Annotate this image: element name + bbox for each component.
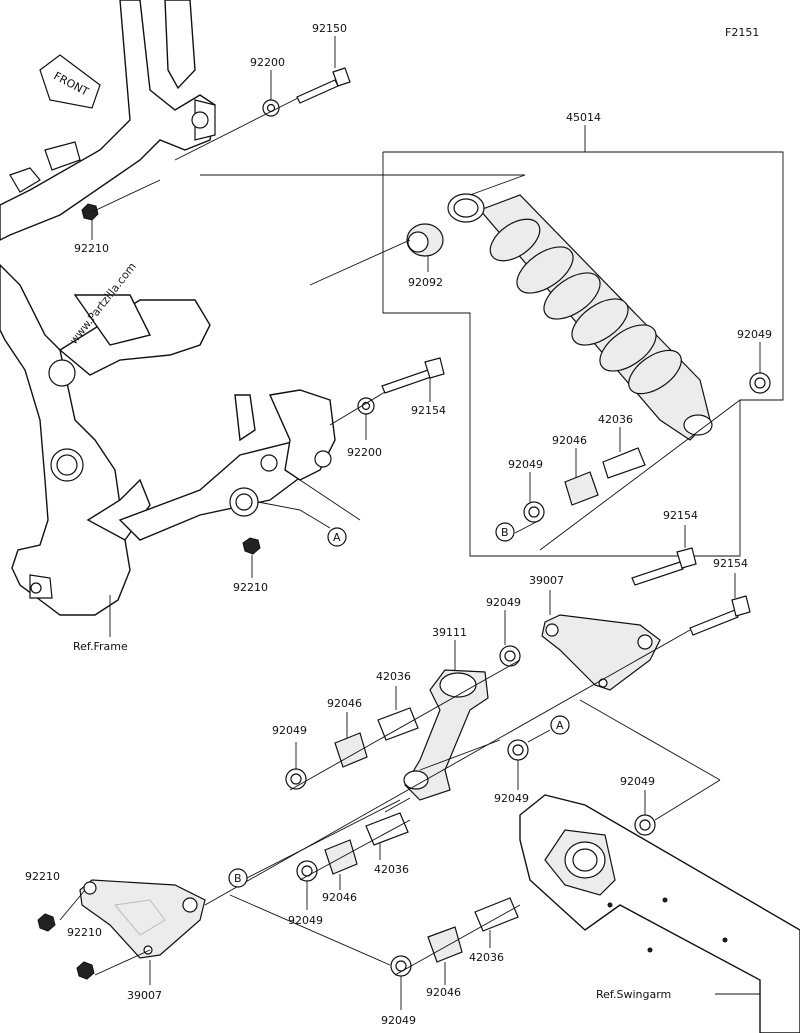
label-42036-bot: 42036 bbox=[469, 951, 504, 964]
label-92049-swing: 92049 bbox=[620, 775, 655, 788]
label-92046-shock: 92046 bbox=[552, 434, 587, 447]
washer-92049-left bbox=[285, 768, 307, 790]
label-92049-bot: 92049 bbox=[381, 1014, 416, 1027]
leader-lines bbox=[59, 36, 761, 1010]
ref-b-link-label: B bbox=[234, 872, 242, 885]
label-39007-bot: 39007 bbox=[127, 989, 162, 1002]
frame-drawing bbox=[0, 0, 336, 616]
label-92049-rod: 92049 bbox=[486, 596, 521, 609]
ref-circle-b-link: B bbox=[228, 868, 248, 888]
sleeve-42036-low bbox=[365, 812, 409, 846]
label-92210-top: 92210 bbox=[74, 242, 109, 255]
collar-92092 bbox=[406, 223, 444, 257]
bearing-92046-bot bbox=[427, 926, 463, 963]
label-42036-shock: 42036 bbox=[598, 413, 633, 426]
label-42036-low: 42036 bbox=[374, 863, 409, 876]
label-92210-bl2: 92210 bbox=[67, 926, 102, 939]
washer-92200-top bbox=[262, 99, 280, 117]
washer-92049-swing bbox=[634, 814, 656, 836]
label-92154-r2: 92154 bbox=[713, 557, 748, 570]
label-ref-swingarm: Ref.Swingarm bbox=[596, 988, 671, 1001]
bolt-92154-mid bbox=[381, 357, 445, 394]
ref-circle-b-shock: B bbox=[495, 522, 515, 542]
label-92049-shock-l: 92049 bbox=[508, 458, 543, 471]
sleeve-42036-shock bbox=[602, 447, 646, 479]
label-92154-r1: 92154 bbox=[663, 509, 698, 522]
diagram-code: F2151 bbox=[725, 26, 759, 39]
bolt-92154-r1 bbox=[631, 547, 697, 586]
ref-circle-a-frame: A bbox=[327, 527, 347, 547]
label-92200-top: 92200 bbox=[250, 56, 285, 69]
label-92049-left: 92049 bbox=[272, 724, 307, 737]
nut-92210-top bbox=[81, 203, 99, 221]
label-92046-low: 92046 bbox=[322, 891, 357, 904]
label-92049-shock-r: 92049 bbox=[737, 328, 772, 341]
bolt-92150 bbox=[296, 67, 351, 104]
front-arrow: FRONT bbox=[39, 54, 101, 109]
label-92210-bl1: 92210 bbox=[25, 870, 60, 883]
tie-rod-39007-bot bbox=[79, 879, 206, 959]
label-39007-top: 39007 bbox=[529, 574, 564, 587]
label-45014: 45014 bbox=[566, 111, 601, 124]
ref-b-shock-label: B bbox=[501, 526, 509, 539]
label-92154-mid: 92154 bbox=[411, 404, 446, 417]
label-92210-mid: 92210 bbox=[233, 581, 268, 594]
washer-92049-low bbox=[296, 860, 318, 882]
label-92092: 92092 bbox=[408, 276, 443, 289]
washer-92049-ra bbox=[507, 739, 529, 761]
label-ref-frame: Ref.Frame bbox=[73, 640, 128, 653]
label-39111: 39111 bbox=[432, 626, 467, 639]
sleeve-42036-bot bbox=[474, 897, 519, 932]
label-92150: 92150 bbox=[312, 22, 347, 35]
rear-shock-absorber bbox=[447, 193, 713, 441]
washer-92049-bot bbox=[390, 955, 412, 977]
label-92049-low: 92049 bbox=[288, 914, 323, 927]
label-92046-rod: 92046 bbox=[327, 697, 362, 710]
swingarm-drawing bbox=[519, 794, 800, 1033]
shock-assembly-box bbox=[382, 125, 784, 557]
label-42036-rod: 42036 bbox=[376, 670, 411, 683]
nut-92210-bl1 bbox=[37, 913, 56, 932]
label-92049-ra: 92049 bbox=[494, 792, 529, 805]
label-92046-bot: 92046 bbox=[426, 986, 461, 999]
washer-92049-rod bbox=[499, 645, 521, 667]
rocker-arm-39111 bbox=[403, 669, 489, 801]
tie-rod-39007-top bbox=[541, 614, 661, 691]
nut-92210-mid bbox=[242, 537, 261, 555]
bolt-92154-r2 bbox=[689, 595, 751, 636]
label-92200-mid: 92200 bbox=[347, 446, 382, 459]
nut-92210-bl2 bbox=[76, 961, 95, 980]
bearing-92046-low bbox=[324, 839, 358, 875]
ref-a-frame-label: A bbox=[333, 531, 341, 544]
bearing-92046-rod bbox=[334, 732, 368, 768]
ref-circle-a-link: A bbox=[550, 715, 570, 735]
ref-a-link-label: A bbox=[556, 719, 564, 732]
bearing-92046-shock bbox=[564, 471, 599, 506]
sleeve-42036-rod bbox=[377, 707, 419, 741]
